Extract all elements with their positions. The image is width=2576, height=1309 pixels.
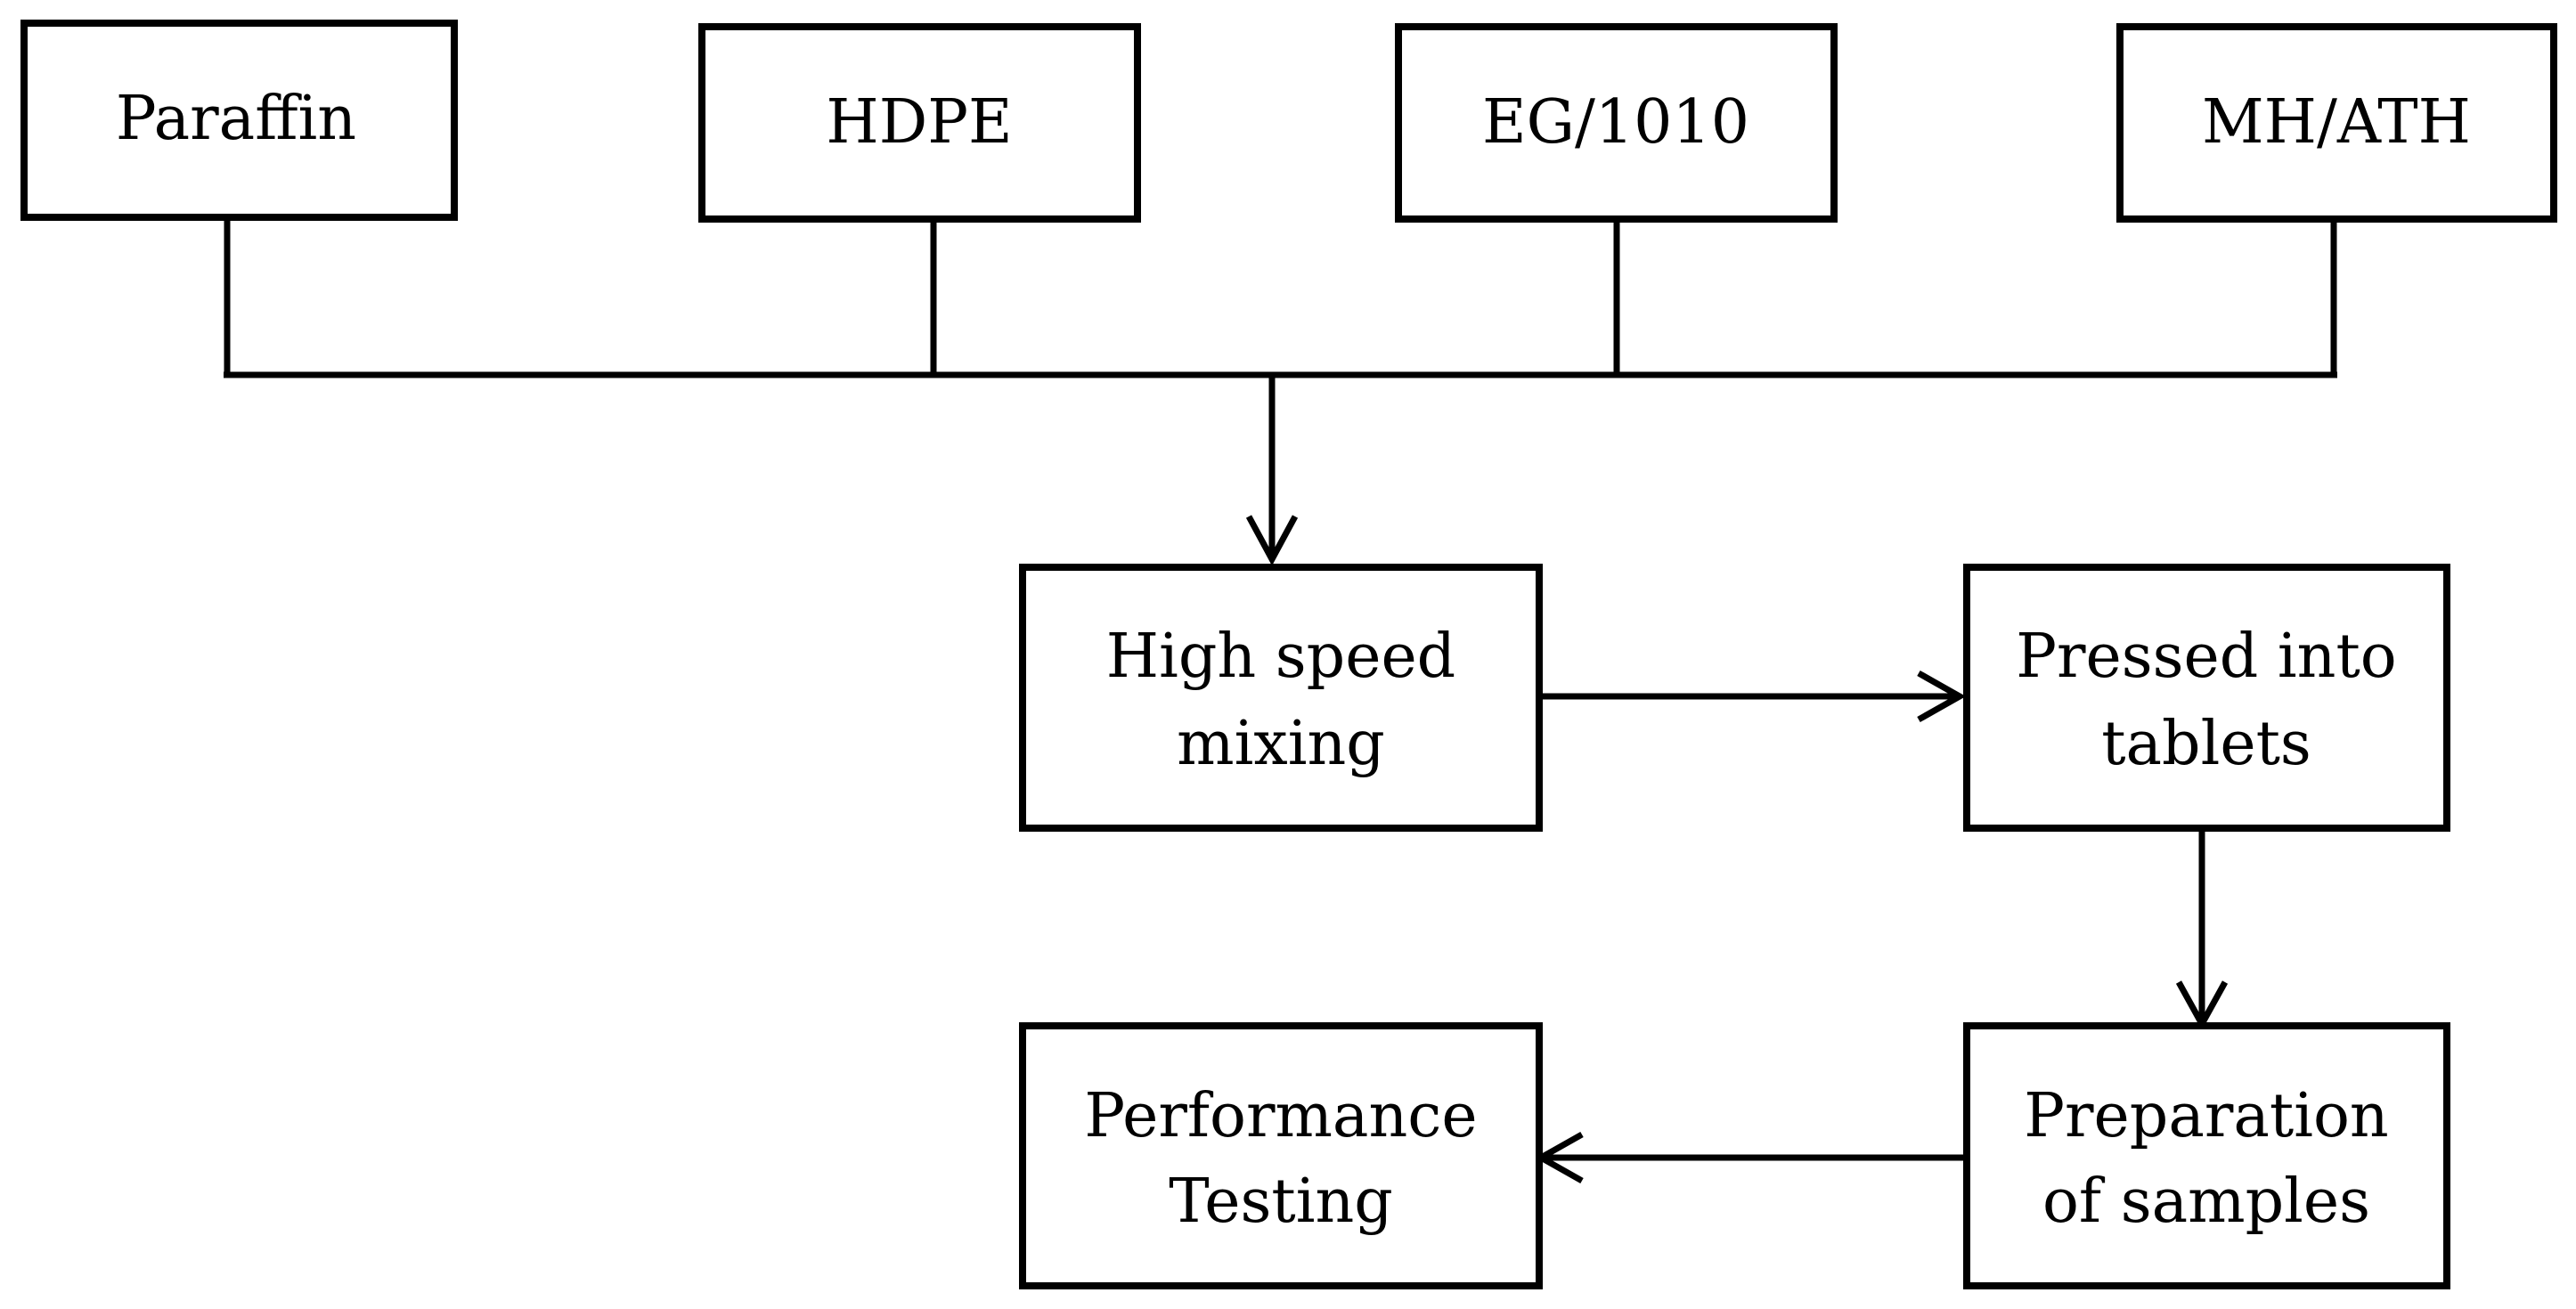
node-mh-ath-label: MH/ATH xyxy=(2202,87,2471,158)
node-preparation-of-samples-line-2: of samples xyxy=(2042,1167,2370,1237)
node-hdpe-box xyxy=(698,23,1141,223)
node-hdpe: HDPE xyxy=(698,23,1141,223)
node-paraffin: Paraffin xyxy=(20,20,458,221)
node-performance-testing-box xyxy=(1019,1022,1543,1289)
arrowhead-right-pressing xyxy=(1917,670,1967,723)
node-mh-ath-box xyxy=(2116,23,2557,223)
node-performance-testing: Performance Testing xyxy=(1019,1022,1543,1289)
node-high-speed-mixing: High speed mixing xyxy=(1019,564,1543,832)
node-mh-ath: MH/ATH xyxy=(2116,23,2557,223)
node-high-speed-mixing-line-2: mixing xyxy=(1177,709,1385,779)
node-hdpe-label: HDPE xyxy=(826,87,1012,158)
node-paraffin-label: Paraffin xyxy=(116,84,356,154)
node-pressed-into-tablets: Pressed into tablets xyxy=(1963,564,2450,832)
arrowhead-down-mixing xyxy=(1245,515,1299,566)
node-preparation-of-samples-box xyxy=(1963,1022,2450,1289)
node-performance-testing-line-1: Performance xyxy=(1084,1081,1477,1151)
node-eg1010: EG/1010 xyxy=(1395,23,1838,223)
node-high-speed-mixing-box xyxy=(1019,564,1543,832)
node-pressed-into-tablets-box xyxy=(1963,564,2450,832)
node-preparation-of-samples: Preparation of samples xyxy=(1963,1022,2450,1289)
node-high-speed-mixing-line-1: High speed xyxy=(1106,622,1455,692)
node-pressed-into-tablets-line-1: Pressed into xyxy=(2016,622,2397,692)
node-pressed-into-tablets-line-2: tablets xyxy=(2101,709,2311,779)
node-preparation-of-samples-line-1: Preparation xyxy=(2024,1081,2388,1151)
node-eg1010-box xyxy=(1395,23,1838,223)
node-performance-testing-line-2: Testing xyxy=(1169,1167,1393,1237)
node-paraffin-box xyxy=(20,20,458,221)
node-eg1010-label: EG/1010 xyxy=(1482,87,1749,158)
